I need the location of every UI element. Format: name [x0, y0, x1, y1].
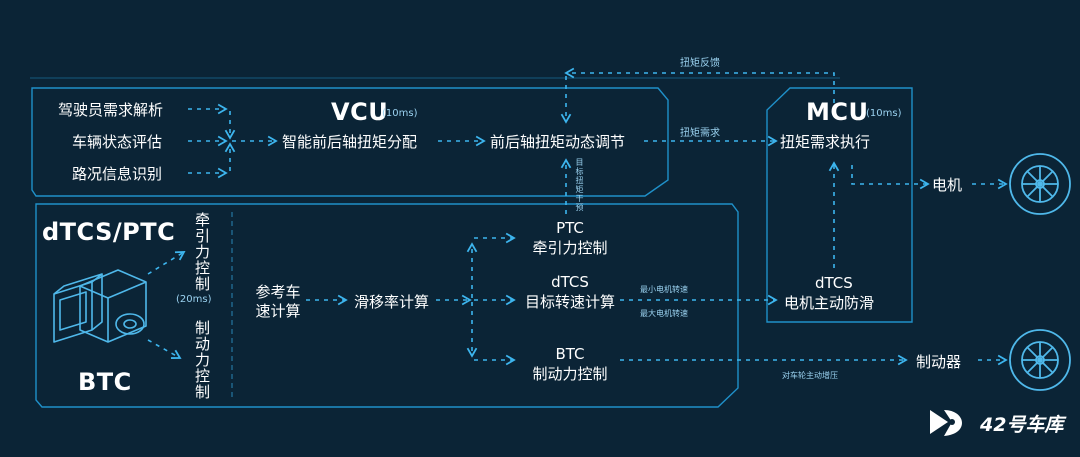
signal-torque-feedback: 扭矩反馈: [680, 58, 720, 69]
mcu-dtcs-label: dTCS: [815, 274, 853, 292]
mcu-execution: 扭矩需求执行: [780, 133, 871, 151]
vcu-title: VCU: [331, 98, 389, 126]
signal-wheel-active-pressure: 对车轮主动增压: [782, 371, 838, 380]
dtcs-ptc-period: (20ms): [176, 294, 212, 305]
brand-name: 42号车库: [980, 414, 1064, 436]
dtcs-ptc-title: dTCS/PTC: [42, 218, 176, 246]
flow-mcu-to-motor: [851, 165, 930, 190]
output-motor: 电机: [932, 176, 963, 194]
btc-label: BTC: [555, 345, 585, 363]
dtcs-ptc-brake-vertical: 制动力控制: [193, 320, 211, 400]
flow-sensor-traction: [147, 251, 186, 275]
flow-sensor-brake: [147, 339, 182, 359]
mcu-title: MCU: [806, 98, 869, 126]
mcu-region: [766, 87, 913, 323]
wheel-brake-icon: [1009, 329, 1071, 391]
vcu-input-driver: 驾驶员需求解析: [58, 101, 164, 119]
vcu-distribution: 智能前后轴扭矩分配: [282, 133, 418, 151]
ptc-label: PTC: [556, 219, 584, 237]
dtcs-ptc-region: [35, 203, 739, 408]
output-brake: 制动器: [916, 353, 962, 371]
ptc-text: 牵引力控制: [532, 239, 608, 257]
vcu-adjustment: 前后轴扭矩动态调节: [490, 133, 626, 151]
dtcs-ptc-traction-vertical: 牵引力控制: [193, 212, 211, 292]
slip-rate-calc: 滑移率计算: [354, 293, 430, 311]
vcu-input-road: 路况信息识别: [72, 165, 163, 183]
mcu-anti-slip: 电机主动防滑: [784, 294, 875, 312]
signal-max-motor-speed: 最大电机转速: [640, 309, 688, 318]
ref-speed-calc: 参考车速计算: [255, 283, 301, 320]
btc-title: BTC: [78, 368, 132, 396]
flow-torque-feedback: [564, 67, 835, 112]
sensor-camera-icon: [53, 269, 147, 343]
btc-text: 制动力控制: [532, 365, 608, 383]
wheel-motor-icon: [1009, 153, 1071, 215]
signal-torque-request: 扭矩需求: [680, 128, 720, 139]
brand-logo-icon: [930, 410, 963, 436]
dtcs-text: 目标转速计算: [524, 293, 615, 311]
signal-min-motor-speed: 最小电机转速: [640, 285, 688, 294]
vcu-period: (10ms): [382, 108, 418, 119]
dtcs-label: dTCS: [551, 273, 589, 291]
mcu-period: (10ms): [866, 108, 902, 119]
signal-target-torque-intervention: 目标扭矩干预: [575, 158, 584, 212]
vcu-input-vehicle: 车辆状态评估: [72, 133, 163, 151]
vcu-region: [31, 87, 669, 197]
